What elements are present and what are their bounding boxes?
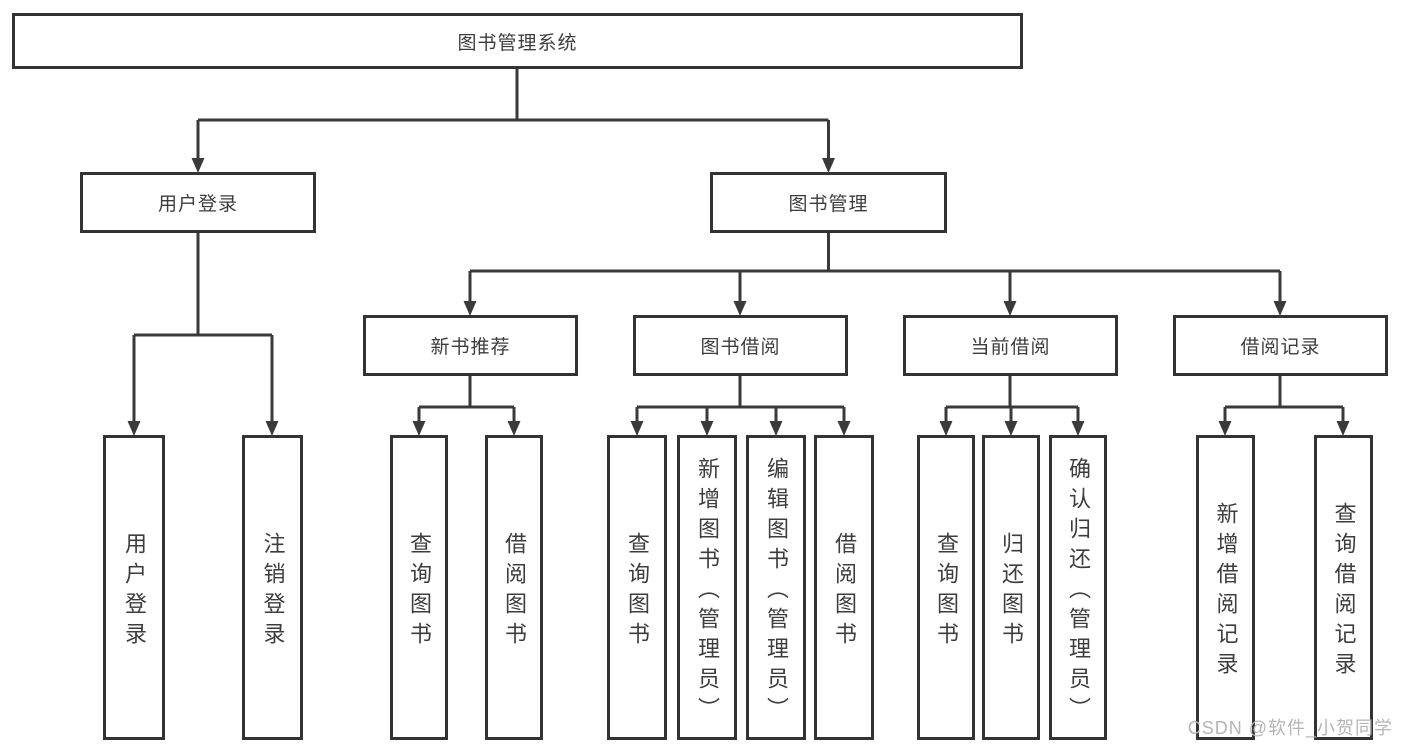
leaf-add-borrow-record: 新增借阅记录: [1196, 435, 1255, 740]
arrow-icon: [837, 421, 851, 436]
arrow-icon: [412, 421, 426, 436]
leaf-user-login: 用户登录: [103, 435, 165, 740]
connector-mgmt-bus: [468, 232, 1282, 303]
arrow-icon: [1218, 421, 1232, 436]
leaf-add-book-admin: 新增图书（管理员）: [677, 435, 737, 740]
arrow-icon: [191, 158, 205, 173]
connector-login-bus: [132, 232, 274, 423]
node-current-borrow: 当前借阅: [903, 315, 1118, 376]
arrow-icon: [1071, 421, 1085, 436]
leaf-query-books-current: 查询图书: [917, 435, 975, 740]
connector-current-bus: [944, 375, 1080, 423]
leaf-borrow-books: 借阅图书: [814, 435, 874, 740]
leaf-borrow-books-recommend: 借阅图书: [485, 435, 543, 740]
arrow-icon: [769, 421, 783, 436]
node-book-borrow: 图书借阅: [633, 315, 848, 376]
leaf-edit-book-admin: 编辑图书（管理员）: [746, 435, 806, 740]
arrow-icon: [822, 158, 835, 173]
arrow-icon: [1336, 421, 1350, 436]
csdn-watermark: CSDN @软件_小贺同学: [1187, 718, 1393, 738]
node-new-book-recommend: 新书推荐: [363, 315, 578, 376]
arrow-icon: [127, 421, 141, 436]
arrow-icon: [463, 301, 477, 316]
arrow-icon: [939, 421, 953, 436]
connector-root-bus: [196, 68, 830, 160]
leaf-query-borrow-record: 查询借阅记录: [1314, 435, 1373, 740]
node-borrow-records: 借阅记录: [1173, 315, 1388, 376]
leaf-confirm-return-admin: 确认归还（管理员）: [1049, 435, 1107, 740]
leaf-logout: 注销登录: [242, 435, 303, 740]
node-book-management: 图书管理: [710, 172, 947, 233]
arrow-icon: [630, 421, 644, 436]
leaf-query-books-recommend: 查询图书: [390, 435, 448, 740]
arrow-icon: [1273, 301, 1287, 316]
arrow-icon: [733, 301, 747, 316]
connector-records-bus: [1223, 375, 1345, 423]
arrow-icon: [507, 421, 521, 436]
node-user-login-branch: 用户登录: [80, 172, 316, 233]
leaf-return-books: 归还图书: [982, 435, 1040, 740]
connector-recommend-bus: [417, 375, 516, 423]
connector-borrow-bus: [635, 375, 846, 423]
node-library-system: 图书管理系统: [12, 13, 1023, 69]
arrow-icon: [700, 421, 714, 436]
leaf-query-books-borrow: 查询图书: [607, 435, 667, 740]
arrow-icon: [1004, 421, 1018, 436]
arrow-icon: [1003, 301, 1017, 316]
arrow-icon: [265, 421, 279, 436]
